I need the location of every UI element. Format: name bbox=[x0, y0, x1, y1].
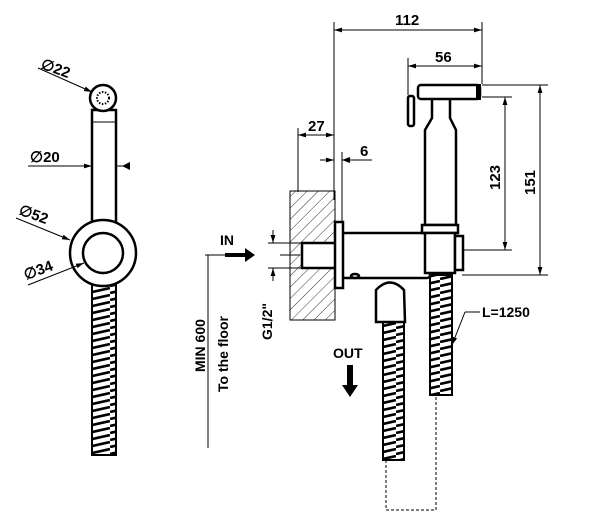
trigger-lever bbox=[406, 94, 416, 128]
spray-head bbox=[416, 83, 482, 101]
dim-handle-diameter: ∅20 bbox=[30, 149, 60, 166]
min-height-label: MIN 600 bbox=[192, 319, 208, 372]
hose-to-spray bbox=[429, 274, 453, 396]
nozzle-icon bbox=[96, 91, 110, 105]
inlet-label: IN bbox=[220, 232, 234, 248]
valve-body bbox=[340, 231, 432, 280]
dim-overall-height: 151 bbox=[522, 170, 539, 195]
hose-length-label: L=1250 bbox=[482, 304, 530, 320]
front-view: ∅22 ∅20 ∅52 ∅34 bbox=[15, 56, 138, 456]
inlet-thread bbox=[300, 241, 339, 270]
dim-flange-thickness: 6 bbox=[360, 143, 368, 160]
spray-head-front bbox=[88, 83, 118, 113]
side-view: 112 56 27 6 123 151 G1/2" IN MIN 600 To … bbox=[192, 12, 548, 511]
hose-front bbox=[91, 264, 117, 456]
dim-handle-height: 123 bbox=[487, 165, 504, 190]
dim-head-diameter: ∅22 bbox=[39, 56, 73, 82]
outlet-hose bbox=[382, 319, 405, 461]
outlet-arrow-icon bbox=[342, 365, 358, 397]
dim-head-length: 56 bbox=[435, 49, 452, 66]
min-height-note: To the floor bbox=[215, 316, 231, 392]
inlet-arrow-icon bbox=[225, 248, 255, 262]
dim-ring-inner: ∅34 bbox=[22, 257, 56, 283]
dim-ring-outer: ∅52 bbox=[17, 202, 51, 228]
outlet-fitting bbox=[374, 281, 407, 324]
spray-handle bbox=[423, 95, 458, 227]
thread-size-label: G1/2" bbox=[259, 303, 275, 340]
dim-wall-depth: 27 bbox=[308, 118, 325, 135]
dim-overall-depth: 112 bbox=[395, 12, 419, 29]
handle-front bbox=[90, 108, 118, 232]
wall-flange bbox=[333, 220, 345, 290]
outlet-label: OUT bbox=[333, 345, 363, 361]
wall-bracket-inner bbox=[81, 231, 125, 275]
